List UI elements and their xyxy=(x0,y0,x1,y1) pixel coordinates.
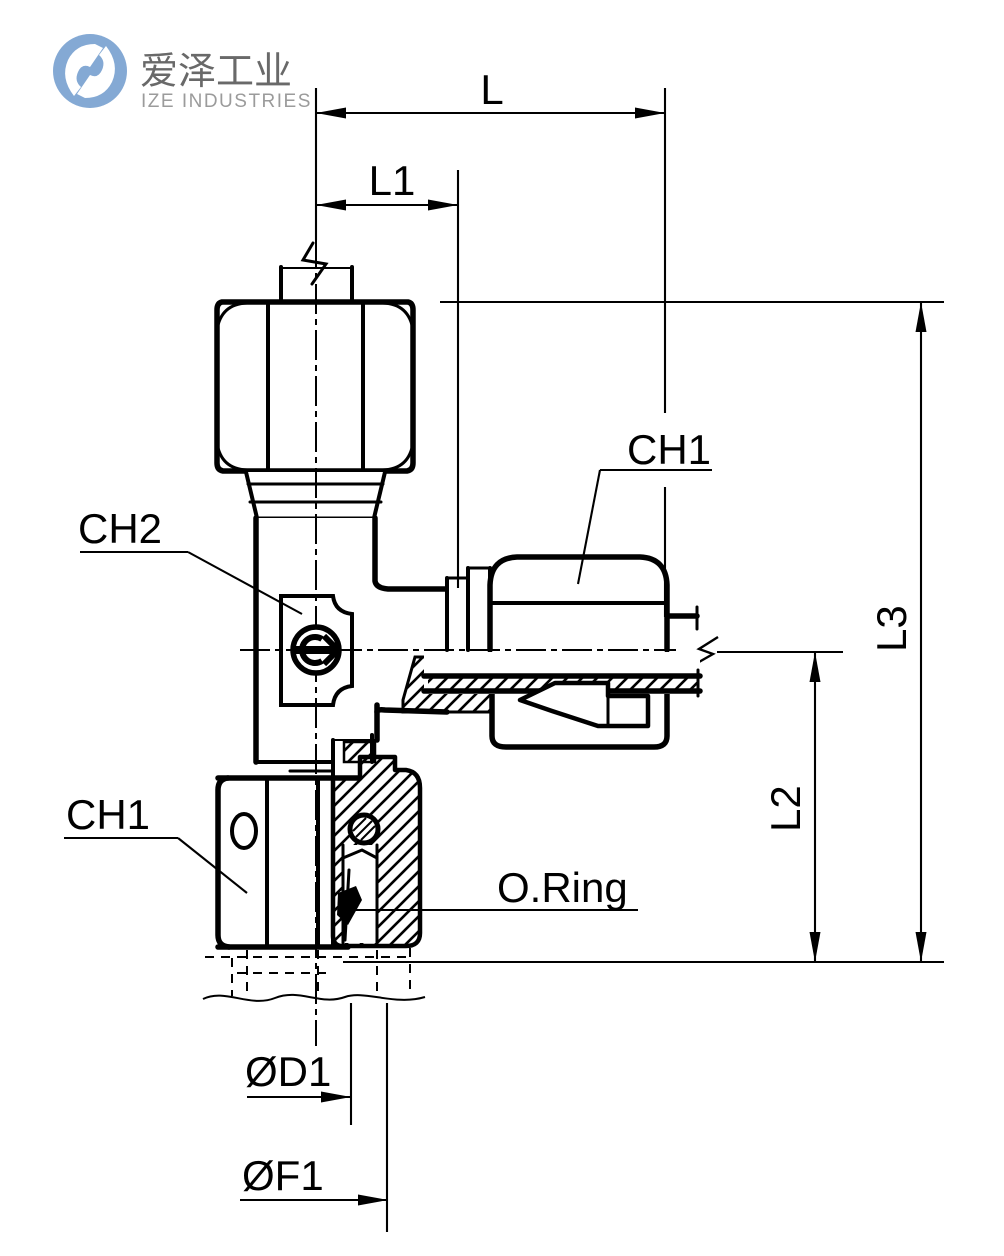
dimension-l: L xyxy=(314,66,667,617)
right-tube xyxy=(664,605,719,668)
oring-seal xyxy=(337,886,362,925)
callout-label-oring: O.Ring xyxy=(497,864,628,911)
dimension-d1: ØD1 xyxy=(245,1003,353,1125)
dimension-l3: L3 xyxy=(343,300,944,964)
right-section xyxy=(401,652,703,750)
dim-label-f1: ØF1 xyxy=(242,1152,324,1199)
dim-label-l1: L1 xyxy=(369,157,416,204)
right-arm-seal xyxy=(445,566,492,652)
callout-ch1-right: CH1 xyxy=(576,426,712,585)
dimension-l1: L1 xyxy=(316,157,460,588)
fitting-views xyxy=(202,238,719,1046)
dim-label-l2: L2 xyxy=(762,785,809,832)
logo: 爱泽工业 IZE INDUSTRIES xyxy=(53,34,312,112)
callout-oring: O.Ring xyxy=(353,864,638,912)
callout-ch2: CH2 xyxy=(78,505,303,615)
nut-face-recess xyxy=(230,812,258,850)
bottom-nut xyxy=(215,775,363,950)
logo-swirl-upper xyxy=(65,44,103,96)
break-zigzag-right xyxy=(691,635,719,668)
callout-label-ch1-left: CH1 xyxy=(66,791,150,838)
break-wavy-bottom xyxy=(202,993,426,1002)
cutting-ring xyxy=(517,680,651,729)
right-nut-upper xyxy=(487,554,670,653)
dimension-f1: ØF1 xyxy=(240,1003,389,1232)
logo-swirl-lower xyxy=(77,46,115,98)
dim-label-l: L xyxy=(480,66,503,113)
break-zigzag-top xyxy=(300,241,329,286)
dim-label-d1: ØD1 xyxy=(245,1048,331,1095)
brand-name-en: IZE INDUSTRIES xyxy=(141,91,312,112)
top-nut xyxy=(214,299,416,474)
dimension-l2: L2 xyxy=(717,650,843,962)
body-hex-face xyxy=(279,594,354,707)
brand-name-cn: 爱泽工业 xyxy=(140,51,292,93)
hidden-stud xyxy=(202,948,426,1002)
manufacturer-stamp-icon xyxy=(290,624,343,676)
callout-label-ch2: CH2 xyxy=(78,505,162,552)
callout-ch1-left: CH1 xyxy=(64,791,248,894)
dim-label-l3: L3 xyxy=(868,605,915,652)
callout-label-ch1-right: CH1 xyxy=(627,426,711,473)
bottom-section xyxy=(330,738,423,949)
